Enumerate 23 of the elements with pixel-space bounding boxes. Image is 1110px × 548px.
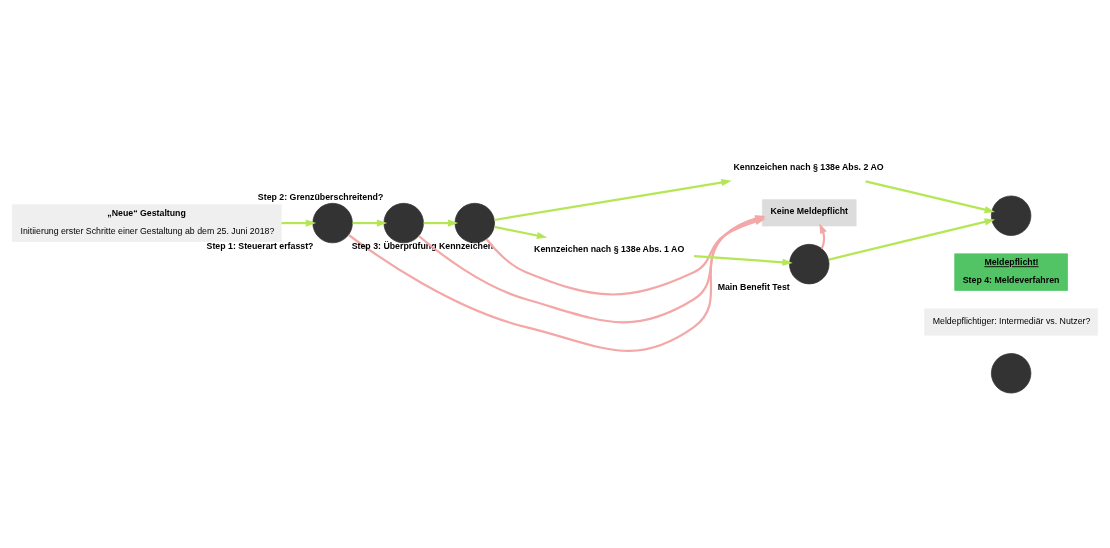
arrow <box>693 254 793 266</box>
node-label: Main Benefit Test <box>717 282 790 293</box>
arrow <box>423 219 459 227</box>
arrow <box>494 178 732 222</box>
node-circle <box>454 202 495 244</box>
arrow <box>828 218 995 261</box>
node-box: Meldepflicht! Step 4: Meldeverfahren <box>954 253 1068 291</box>
node-box: Keine Meldepflicht <box>762 199 857 227</box>
arrow <box>494 225 548 240</box>
arrow <box>352 219 388 227</box>
arrow <box>865 180 995 214</box>
node-box: „Neue“ Gestaltung Initiierung erster Schritte einer Gestaltung ab dem 25. Juni 2018? <box>12 204 282 242</box>
node-label: Step 1: Steuerart erfasst? <box>206 241 314 252</box>
node-label: Step 3: Überprüfung Kennzeichen <box>351 241 494 252</box>
node-circle <box>789 243 830 285</box>
node-text: Kennzeichen nach § 138e Abs. 2 AO <box>733 161 884 172</box>
arrow <box>281 219 317 227</box>
node-circle <box>312 202 353 244</box>
node-circle <box>990 195 1032 236</box>
node-circle <box>990 353 1032 394</box>
node-text: Kennzeichen nach § 138e Abs. 1 AO <box>534 243 685 254</box>
arrow <box>819 223 827 250</box>
node-label: Step 2: Grenzüberschreitend? <box>257 192 384 203</box>
